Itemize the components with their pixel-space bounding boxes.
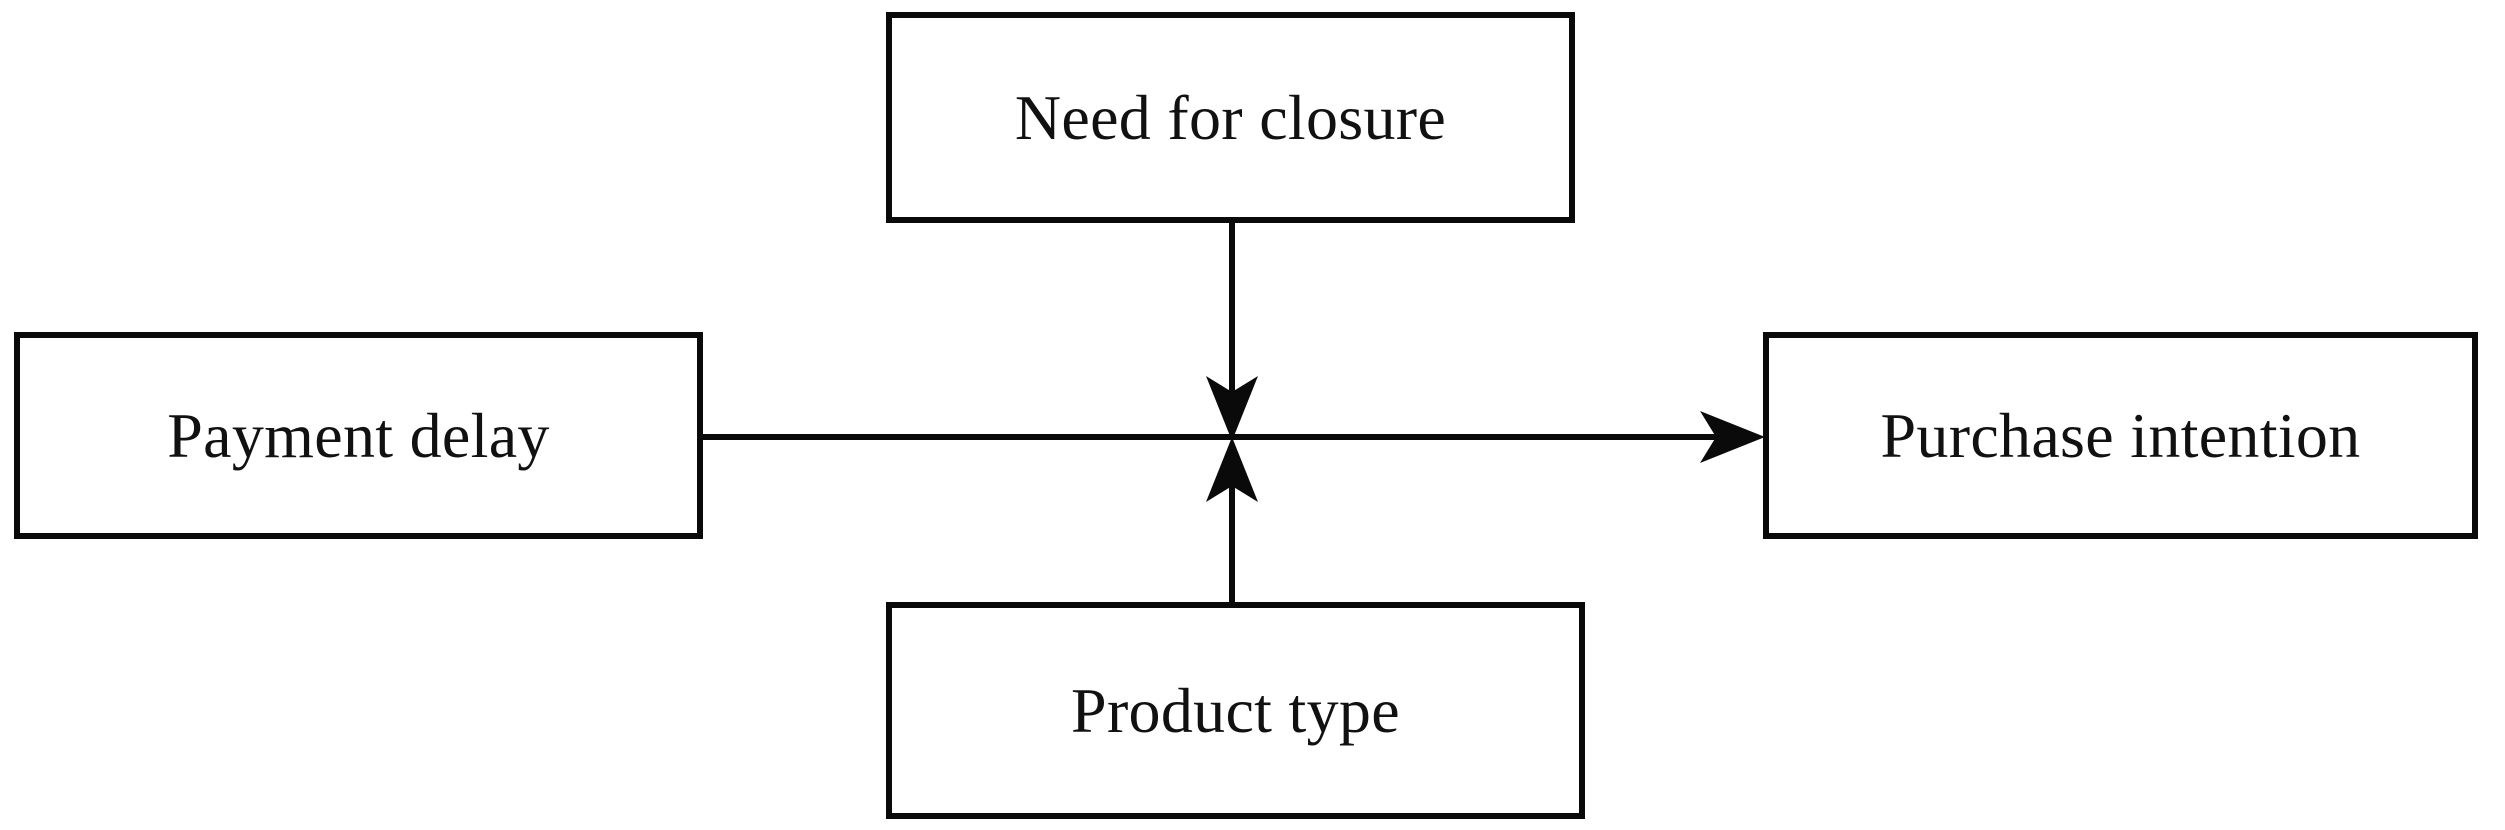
node-purchase-intention[interactable]: Purchase intention <box>1763 332 2478 539</box>
arrowhead-right-icon <box>1700 411 1765 463</box>
arrowhead-down-icon <box>1206 376 1258 441</box>
node-payment-delay[interactable]: Payment delay <box>14 332 703 539</box>
node-product-type[interactable]: Product type <box>886 602 1585 819</box>
node-need-for-closure[interactable]: Need for closure <box>886 12 1575 223</box>
node-label-purchase-intention: Purchase intention <box>1880 399 2361 471</box>
arrowhead-up-icon <box>1206 437 1258 502</box>
node-label-need-for-closure: Need for closure <box>1014 81 1447 153</box>
node-label-payment-delay: Payment delay <box>167 399 550 471</box>
node-label-product-type: Product type <box>1071 674 1400 746</box>
